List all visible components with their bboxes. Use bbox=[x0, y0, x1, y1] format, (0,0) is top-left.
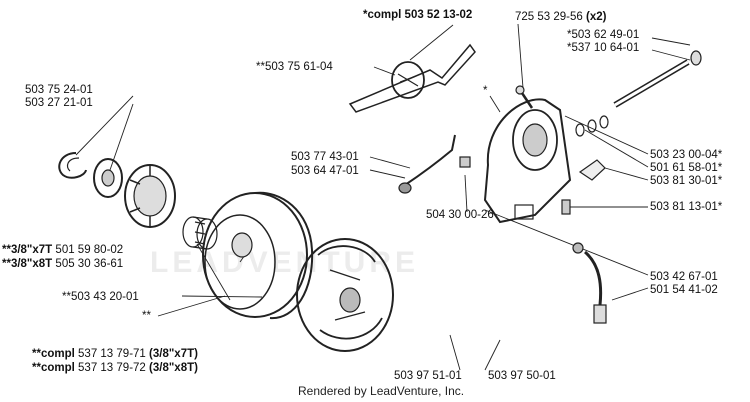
label-725-53-29-56: 725 53 29-56 (x2) bbox=[515, 11, 607, 23]
seal-rings-part bbox=[575, 115, 609, 137]
label-503-23-00-04: 503 23 00-04* bbox=[650, 149, 723, 161]
clutch-assembly-part bbox=[296, 238, 394, 352]
label-38x7t: **3/8"x7T 501 59 80-02 bbox=[2, 244, 124, 256]
label-501-54-41-02: 501 54 41-02 bbox=[650, 284, 718, 296]
nipple-part bbox=[459, 156, 471, 168]
oil-pipe-part bbox=[398, 134, 456, 194]
label-503-75-24-01: 503 75 24-01 bbox=[25, 84, 93, 96]
watermark-text: LEADVENTURE bbox=[150, 246, 420, 279]
label-503-81-13-01: 503 81 13-01* bbox=[650, 201, 723, 213]
label-503-77-43-01: 503 77 43-01 bbox=[291, 151, 359, 163]
label-504-30-00-26: 504 30 00-26 bbox=[426, 209, 494, 221]
label-compl-top: *compl 503 52 13-02 bbox=[363, 9, 473, 21]
label-503-75-61-04: **503 75 61-04 bbox=[256, 61, 333, 73]
oil-pump-housing-part bbox=[483, 98, 572, 224]
label-503-97-51-01: 503 97 51-01 bbox=[394, 370, 462, 382]
label-503-97-50-01: 503 97 50-01 bbox=[488, 370, 556, 382]
label-503-43-20-01: **503 43 20-01 bbox=[62, 291, 139, 303]
label-501-61-58-01: 501 61 58-01* bbox=[650, 162, 723, 174]
label-503-62-49-01: *503 62 49-01 bbox=[567, 29, 640, 41]
pump-shaft-part bbox=[613, 50, 702, 108]
footer-credit: Rendered by LeadVenture, Inc. bbox=[298, 384, 465, 398]
screw-part bbox=[515, 85, 534, 109]
clutch-drum-part bbox=[202, 191, 314, 320]
adjust-screw-part bbox=[561, 199, 571, 215]
label-compl-537-13-79-71: **compl 537 13 79-71 (3/8"x7T) bbox=[32, 348, 198, 360]
label-double-star: ** bbox=[142, 310, 151, 322]
label-38x8t: **3/8"x8T 505 30 36-61 bbox=[2, 258, 124, 270]
spring-clip-part bbox=[578, 159, 606, 181]
label-537-10-64-01: *537 10 64-01 bbox=[567, 42, 640, 54]
leader-lines bbox=[75, 23, 691, 371]
circlip-part bbox=[58, 152, 87, 179]
label-503-81-30-01: 503 81 30-01* bbox=[650, 175, 723, 187]
label-503-42-67-01: 503 42 67-01 bbox=[650, 271, 718, 283]
label-compl-537-13-79-72: **compl 537 13 79-72 (3/8"x8T) bbox=[32, 362, 198, 374]
washer-part bbox=[93, 158, 123, 198]
sprocket-rim-part bbox=[124, 164, 176, 228]
label-single-star: * bbox=[483, 85, 488, 97]
label-503-27-21-01: 503 27 21-01 bbox=[25, 97, 93, 109]
oil-hose-part bbox=[572, 242, 607, 324]
guide-plate-part bbox=[348, 43, 476, 113]
label-503-64-47-01: 503 64 47-01 bbox=[291, 165, 359, 177]
